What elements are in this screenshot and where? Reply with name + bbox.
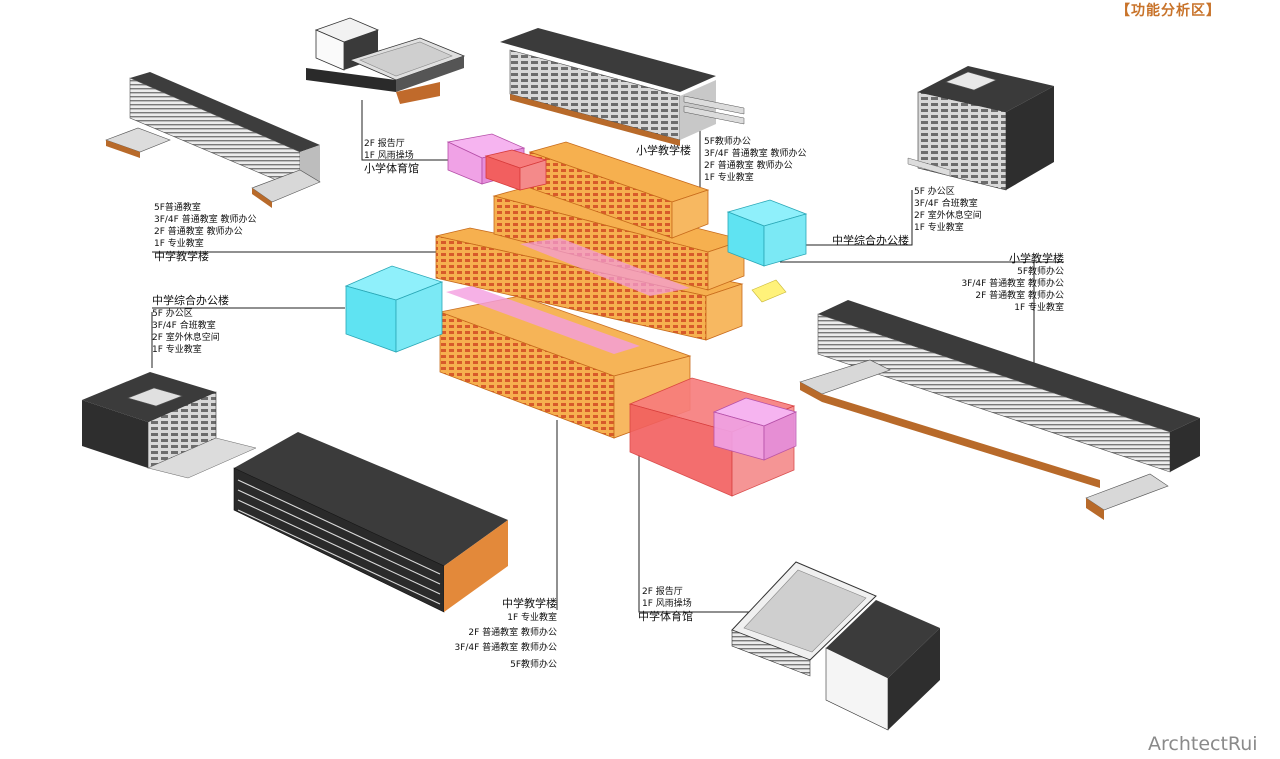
- floor-line: 1F 专业教室: [154, 239, 204, 249]
- floor-line: 2F 普通教室 教师办公: [468, 628, 557, 638]
- building-middle-office-top-right: [907, 66, 1054, 191]
- floor-line: 2F 普通教室 教师办公: [704, 161, 793, 171]
- building-middle-office-left: [82, 372, 257, 479]
- leader-lines: [151, 100, 1064, 613]
- floor-line: 3F/4F 普通教室 教师办公: [704, 149, 807, 159]
- building-title: 小学教学楼: [1009, 252, 1064, 265]
- floor-line: 1F 专业教室: [1014, 303, 1064, 313]
- floor-line: 5F教师办公: [704, 137, 751, 147]
- floor-line: 3F/4F 合班教室: [914, 199, 978, 209]
- floor-line: 3F/4F 合班教室: [152, 321, 216, 331]
- building-title: 中学体育馆: [638, 610, 693, 623]
- floor-line: 1F 风雨操场: [364, 151, 414, 161]
- floor-line: 2F 普通教室 教师办公: [975, 291, 1064, 301]
- building-title: 中学教学楼: [154, 250, 209, 263]
- building-primary-teaching-top: [500, 28, 745, 146]
- title-primary-teaching-top: 小学教学楼: [636, 144, 691, 157]
- label-primary-teaching-top: 5F教师办公 3F/4F 普通教室 教师办公 2F 普通教室 教师办公 1F 专…: [704, 136, 807, 184]
- floor-line: 3F/4F 普通教室 教师办公: [454, 643, 557, 653]
- floor-line: 5F教师办公: [510, 660, 557, 670]
- watermark: ArchtectRui: [1148, 733, 1258, 755]
- floor-line: 1F 专业教室: [507, 613, 557, 623]
- building-title: 小学体育馆: [364, 162, 419, 175]
- floor-line: 2F 室外休息空间: [152, 333, 220, 343]
- floor-line: 2F 室外休息空间: [914, 211, 982, 221]
- label-middle-office-left: 中学综合办公楼 5F 办公区 3F/4F 合班教室 2F 室外休息空间 1F 专…: [152, 294, 229, 356]
- building-middle-teaching-bottom: [233, 432, 508, 613]
- building-primary-gym-top: [306, 17, 466, 104]
- floor-line: 1F 专业教室: [704, 173, 754, 183]
- label-middle-office-right: 5F 办公区 3F/4F 合班教室 2F 室外休息空间 1F 专业教室: [914, 186, 982, 234]
- label-middle-gym-bottom: 2F 报告厅 1F 风雨操场 中学体育馆: [638, 586, 693, 624]
- center-massing: [344, 133, 808, 497]
- building-middle-gym-bottom: [731, 561, 940, 731]
- building-primary-teaching-top-left: [105, 72, 321, 208]
- label-middle-teaching-left: 5F普通教室 3F/4F 普通教室 教师办公 2F 普通教室 教师办公 1F 专…: [154, 202, 257, 264]
- section-tag: 【功能分析区】: [1116, 3, 1221, 19]
- title-middle-office-right: 中学综合办公楼: [832, 234, 909, 247]
- floor-line: 1F 风雨操场: [642, 599, 692, 609]
- floor-line: 1F 专业教室: [914, 223, 964, 233]
- label-primary-teaching-right: 小学教学楼 5F教师办公 3F/4F 普通教室 教师办公 2F 普通教室 教师办…: [961, 252, 1064, 314]
- building-title: 中学教学楼: [502, 597, 557, 610]
- floor-line: 5F教师办公: [1017, 267, 1064, 277]
- floor-line: 5F 办公区: [914, 187, 955, 197]
- label-primary-gym-top: 2F 报告厅 1F 风雨操场 小学体育馆: [364, 138, 419, 176]
- floor-line: 2F 报告厅: [364, 139, 405, 149]
- floor-line: 3F/4F 普通教室 教师办公: [961, 279, 1064, 289]
- floor-line: 5F 办公区: [152, 309, 193, 319]
- floor-line: 3F/4F 普通教室 教师办公: [154, 215, 257, 225]
- building-primary-teaching-right: [799, 300, 1200, 520]
- floor-line: 1F 专业教室: [152, 345, 202, 355]
- floor-line: 2F 普通教室 教师办公: [154, 227, 243, 237]
- label-middle-teaching-bottom: 中学教学楼 1F 专业教室 2F 普通教室 教师办公 3F/4F 普通教室 教师…: [454, 597, 557, 673]
- building-title: 中学综合办公楼: [152, 294, 229, 307]
- floor-line: 2F 报告厅: [642, 587, 683, 597]
- floor-line: 5F普通教室: [154, 203, 201, 213]
